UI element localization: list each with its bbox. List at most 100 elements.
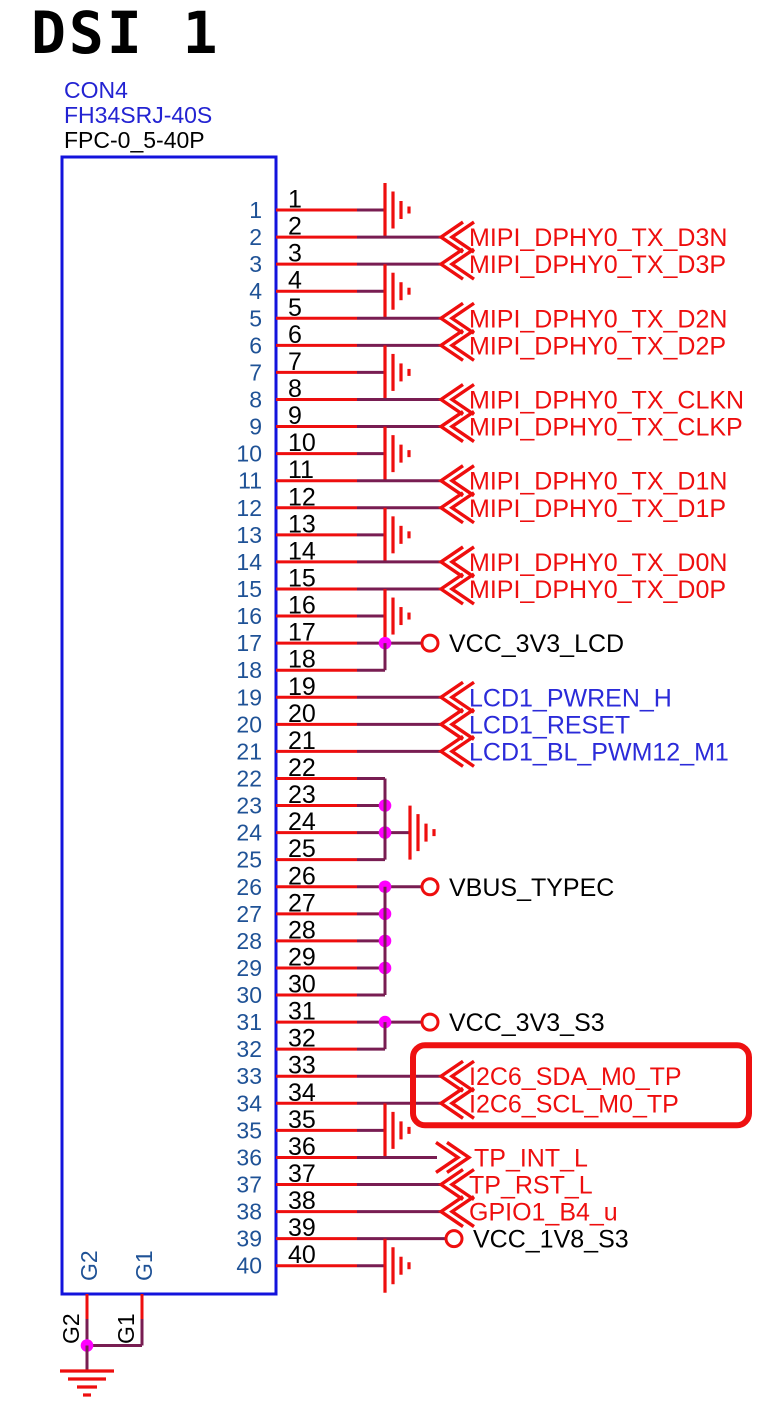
pin-22-number-inside: 22 [236, 765, 262, 791]
pin-23-number-inside: 23 [236, 793, 262, 819]
pin-18-number-inside: 18 [236, 657, 262, 683]
pin-23-number-outside: 23 [288, 781, 316, 809]
pin-21-number-inside: 21 [236, 738, 262, 764]
pin-27-number-outside: 27 [288, 889, 316, 917]
pin-28-number-inside: 28 [236, 928, 262, 954]
net-label-TP_INT_L: TP_INT_L [474, 1144, 588, 1172]
chevron-left-icon [448, 464, 475, 498]
chevron-left-icon [448, 410, 475, 443]
pin-15-number-inside: 15 [236, 576, 262, 602]
pin-36-number-inside: 36 [236, 1144, 262, 1170]
pin-8-number-inside: 8 [249, 386, 262, 412]
chevron-left-icon [448, 734, 475, 768]
pin-29-number-inside: 29 [236, 955, 262, 981]
chevron-left-icon [437, 410, 464, 443]
chevron-left-icon [448, 572, 475, 606]
chevron-left-icon [448, 1059, 475, 1093]
pin-28-number-outside: 28 [288, 916, 316, 944]
net-label-MIPI_DPHY0_TX_CLKP: MIPI_DPHY0_TX_CLKP [469, 414, 743, 442]
pin-24-number-outside: 24 [288, 808, 316, 836]
net-label-GPIO1_B4_u: GPIO1_B4_u [469, 1199, 618, 1227]
pin-4-number-outside: 4 [288, 267, 302, 295]
pin-12-number-outside: 12 [288, 483, 316, 511]
pin-7-number-outside: 7 [288, 348, 302, 376]
pin-39-number-outside: 39 [288, 1214, 316, 1242]
pin-G2-label-inside: G2 [76, 1250, 102, 1281]
chevron-left-icon [437, 1168, 464, 1201]
net-label-MIPI_DPHY0_TX_D2N: MIPI_DPHY0_TX_D2N [469, 305, 727, 333]
chevron-left-icon [437, 545, 464, 579]
chevron-left-icon [448, 328, 475, 362]
pin-19-number-inside: 19 [236, 684, 262, 710]
chevron-left-icon [437, 383, 464, 416]
power-terminal-circle [420, 1012, 440, 1032]
pin-10-number-inside: 10 [236, 441, 262, 467]
highlight-annotation-box [410, 1042, 752, 1129]
power-terminal-circle [420, 877, 440, 897]
pin-G2-label-outside: G2 [58, 1313, 84, 1344]
chevron-right-icon [435, 1141, 462, 1174]
pin-32-number-outside: 32 [288, 1025, 316, 1053]
pin-32-number-inside: 32 [236, 1036, 262, 1062]
power-terminal-circle [420, 633, 440, 653]
pin-6-number-inside: 6 [249, 332, 262, 358]
component-part-number: FH34SRJ-40S [64, 102, 212, 128]
pin-5-number-inside: 5 [249, 305, 262, 331]
net-label-MIPI_DPHY0_TX_D2P: MIPI_DPHY0_TX_D2P [469, 332, 726, 360]
pin-27-number-inside: 27 [236, 901, 262, 927]
pin-21-number-outside: 21 [288, 727, 316, 755]
pin-33-number-outside: 33 [288, 1052, 316, 1080]
pin-13-number-inside: 13 [236, 522, 262, 548]
net-label-MIPI_DPHY0_TX_D0P: MIPI_DPHY0_TX_D0P [469, 576, 726, 604]
pin-25-number-outside: 25 [288, 835, 316, 863]
pin-22-number-outside: 22 [288, 754, 316, 782]
net-label-I2C6_SCL_M0_TP: I2C6_SCL_M0_TP [469, 1090, 679, 1118]
pin-35-number-outside: 35 [288, 1106, 316, 1134]
chevron-left-icon [448, 1195, 475, 1228]
chevron-left-icon [437, 247, 464, 281]
net-label-MIPI_DPHY0_TX_D3P: MIPI_DPHY0_TX_D3P [469, 251, 726, 279]
chevron-left-icon [437, 572, 464, 606]
pin-20-number-inside: 20 [236, 711, 262, 737]
pin-38-number-inside: 38 [236, 1199, 262, 1225]
power-terminal-circle [444, 1229, 464, 1249]
pin-14-number-outside: 14 [288, 537, 316, 565]
chevron-left-icon [437, 491, 464, 525]
chevron-left-icon [448, 545, 475, 579]
chevron-left-icon [448, 1168, 475, 1201]
chevron-left-icon [448, 383, 475, 416]
page-title: DSI 1 [31, 0, 221, 67]
chevron-left-icon [437, 707, 464, 741]
pin-40-number-outside: 40 [288, 1241, 316, 1269]
pin-8-number-outside: 8 [288, 375, 302, 403]
net-label-VCC_1V8_S3: VCC_1V8_S3 [473, 1226, 629, 1254]
pin-36-number-outside: 36 [288, 1133, 316, 1161]
pin-14-number-inside: 14 [236, 549, 262, 575]
pin-26-number-outside: 26 [288, 862, 316, 890]
chevron-left-icon [437, 734, 464, 768]
pin-19-number-outside: 19 [288, 673, 316, 701]
chevron-left-icon [448, 247, 475, 281]
pin-2-number-inside: 2 [249, 224, 262, 250]
pin-34-number-outside: 34 [288, 1079, 316, 1107]
pin-6-number-outside: 6 [288, 321, 302, 349]
chevron-left-icon [448, 1086, 475, 1120]
pin-3-number-outside: 3 [288, 240, 302, 268]
pin-11-number-outside: 11 [288, 456, 314, 484]
pin-16-number-outside: 16 [288, 592, 316, 620]
pin-20-number-outside: 20 [288, 700, 316, 728]
chevron-left-icon [437, 464, 464, 498]
pin-4-number-inside: 4 [249, 278, 262, 304]
pin-G1-label-outside: G1 [113, 1313, 139, 1344]
net-label-MIPI_DPHY0_TX_CLKN: MIPI_DPHY0_TX_CLKN [469, 386, 744, 414]
chevron-left-icon [437, 680, 464, 714]
pin-30-number-outside: 30 [288, 971, 316, 999]
pin-17-number-outside: 17 [288, 619, 316, 647]
pin-33-number-inside: 33 [236, 1063, 262, 1089]
net-label-TP_RST_L: TP_RST_L [469, 1172, 593, 1200]
pin-25-number-inside: 25 [236, 847, 262, 873]
pin-13-number-outside: 13 [288, 510, 316, 538]
chevron-left-icon [448, 707, 475, 741]
